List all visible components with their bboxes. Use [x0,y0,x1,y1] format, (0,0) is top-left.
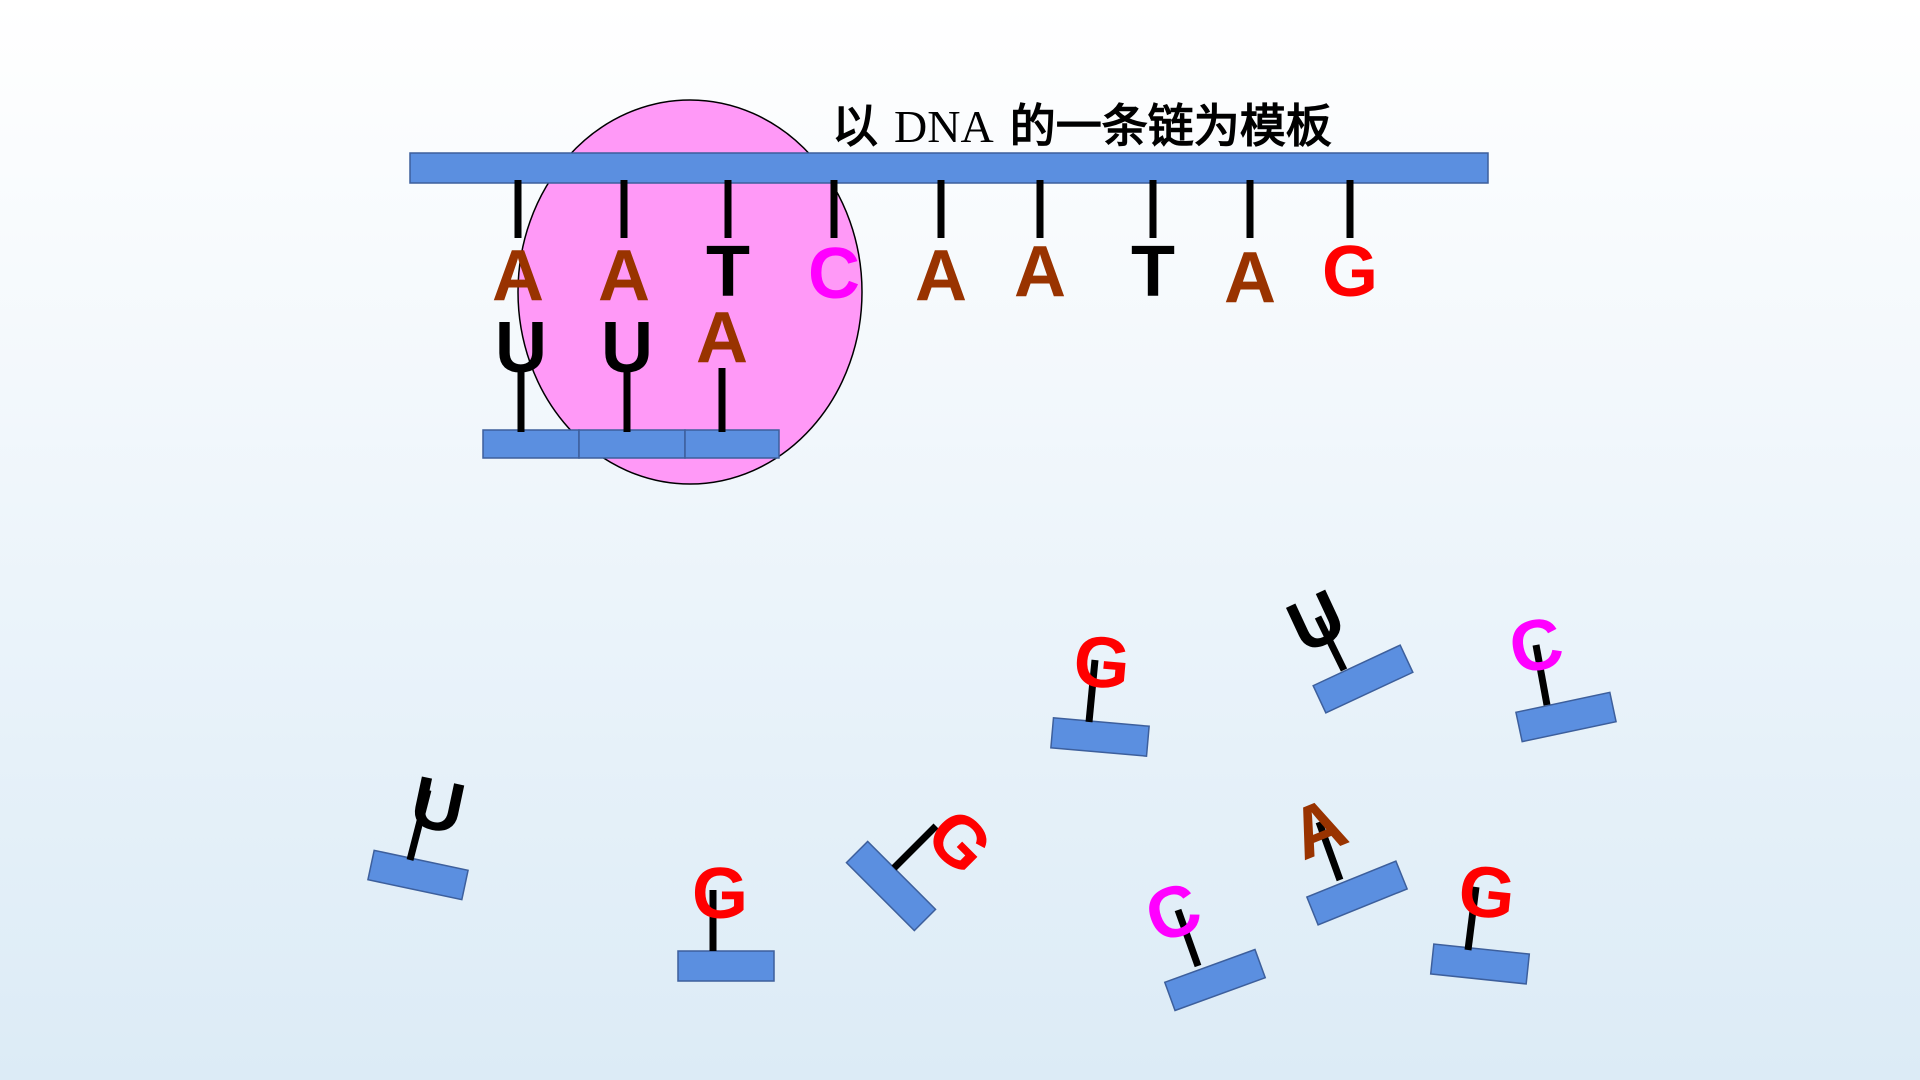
free-base-label: G [692,854,748,934]
title-prefix: 以 [832,99,878,153]
template-base-label: T [706,232,750,312]
template-base-label: A [915,236,967,316]
free-base-label: G [1455,850,1519,935]
rna-base-label: U [601,308,653,388]
rna-base-label: U [495,308,547,388]
template-base-label: A [492,236,544,316]
template-base-label: G [1322,232,1378,312]
template-base-label: T [1131,232,1175,312]
free-base-label: G [911,794,1007,890]
free-stick [891,823,939,871]
title-suffix: 的一条链为模板 [1009,99,1332,153]
dna-template-backbone [409,152,1489,184]
free-backbone [845,840,937,932]
rna-backbone-segment [578,429,686,459]
free-stick [1464,886,1480,951]
free-base-label: A [1279,782,1357,876]
free-nucleotide: G [845,794,1007,932]
slide-title: 以 DNA 的一条链为模板 [832,90,1332,156]
free-nucleotide: A [1279,782,1409,926]
free-stick [406,789,432,861]
free-base-label: G [1071,621,1134,706]
free-base-label: U [1276,575,1357,669]
free-nucleotide: G [1429,850,1531,985]
free-backbone [677,950,775,982]
free-base-label: C [1502,601,1569,690]
template-base-label: A [598,236,650,316]
free-stick [1314,615,1348,672]
free-stick [1174,908,1202,968]
free-base-label: C [1135,866,1211,959]
rna-backbone-segment [684,429,780,459]
free-nucleotide: U [1276,575,1414,714]
free-nucleotide: G [677,854,775,982]
free-backbone [1305,860,1409,926]
rna-base-label: A [696,298,748,378]
rna-polymerase [517,99,863,485]
free-backbone [1312,644,1414,714]
free-backbone [367,849,469,901]
template-base-label: A [1224,238,1276,318]
template-base-label: C [808,234,860,314]
free-backbone [1050,717,1150,757]
free-nucleotide: C [1135,866,1267,1012]
free-stick [1532,644,1551,706]
free-backbone [1429,943,1531,985]
free-backbone [1163,948,1267,1012]
rna-backbone-segment [482,429,580,459]
free-stick [1085,659,1099,723]
free-nucleotide: U [367,761,472,901]
free-nucleotide: C [1502,601,1617,743]
template-base-label: A [1014,232,1066,312]
free-backbone [1515,691,1617,743]
title-dna: DNA [894,101,994,152]
free-nucleotide: G [1050,621,1150,757]
free-stick [1315,820,1344,882]
free-base-label: U [404,761,471,850]
